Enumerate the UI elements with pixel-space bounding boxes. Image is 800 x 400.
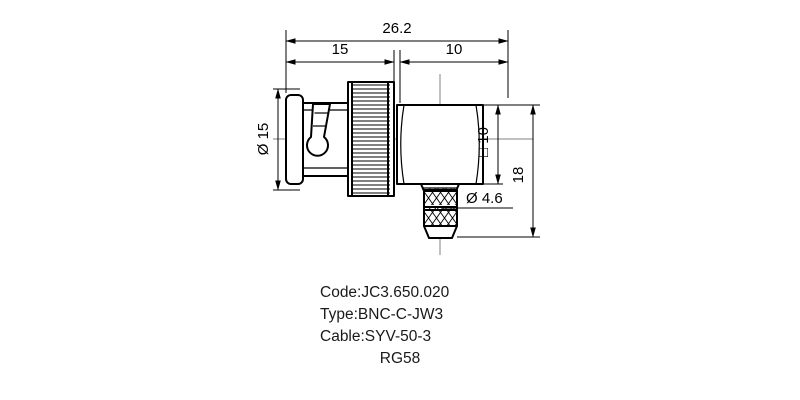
dimension-overall-length-label: 26.2 xyxy=(382,20,411,37)
spec-cable-label: Cable:SYV-50-3 xyxy=(320,328,431,345)
connector-geometry xyxy=(285,81,484,239)
spec-cable-alt-label: RG58 xyxy=(380,350,421,367)
dimension-flange-diameter-label: Ø 15 xyxy=(255,123,272,156)
ferrule-knurl-band-2 xyxy=(424,208,458,225)
dimension-body-length-label: 10 xyxy=(446,41,463,58)
dimension-ferrule-diameter: Ø 4.6 xyxy=(441,190,513,209)
dimension-overall-length: 26.2 xyxy=(285,20,509,44)
spec-type-label: Type:BNC-C-JW3 xyxy=(320,306,443,323)
flange xyxy=(285,94,304,185)
spec-code-label: Code:JC3.650.020 xyxy=(320,284,450,301)
dimension-body-square-label: □ 10 xyxy=(475,127,492,157)
dimension-ferrule-diameter-label: Ø 4.6 xyxy=(466,190,503,207)
dimension-nut-length-label: 15 xyxy=(332,41,349,58)
dimension-flange-diameter: Ø 15 xyxy=(255,88,281,191)
ferrule-tail xyxy=(423,225,458,239)
dimension-overall-height: 18 xyxy=(510,104,536,238)
right-angle-body xyxy=(396,104,484,185)
dimension-overall-height-label: 18 xyxy=(510,167,527,184)
dimension-body-length: 10 xyxy=(399,41,509,65)
nut-knurl-pattern xyxy=(352,84,390,194)
coupling-nut xyxy=(351,81,389,197)
dimension-body-square: □ 10 xyxy=(475,104,501,185)
ferrule-knurl-band-1 xyxy=(424,188,458,205)
bayonet-slot xyxy=(306,103,331,157)
dimension-nut-length: 15 xyxy=(285,41,395,65)
specification-block: Code:JC3.650.020 Type:BNC-C-JW3 Cable:SY… xyxy=(320,284,450,367)
